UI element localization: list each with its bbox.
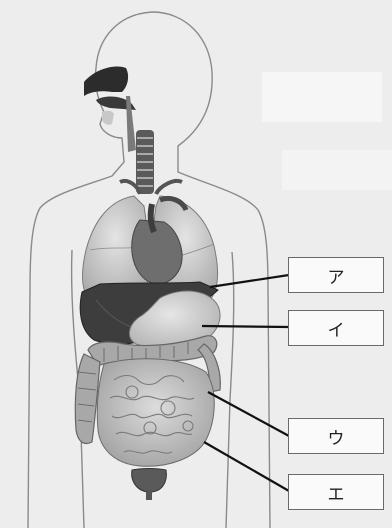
answer-box-a[interactable]: ア xyxy=(288,257,384,293)
bladder xyxy=(132,469,167,501)
answer-box-u[interactable]: ウ xyxy=(288,418,384,454)
answer-box-i[interactable]: イ xyxy=(288,310,384,346)
leader-line-e xyxy=(204,442,289,491)
leader-line-u xyxy=(208,392,289,436)
answer-box-i-label: イ xyxy=(328,316,345,341)
leader-line-i xyxy=(202,326,289,327)
head-airway xyxy=(84,67,136,152)
answer-box-e-label: エ xyxy=(328,480,345,505)
background-smudge xyxy=(262,72,382,122)
answer-box-e[interactable]: エ xyxy=(288,474,384,510)
answer-box-u-label: ウ xyxy=(328,424,345,449)
small-intestine xyxy=(97,359,214,467)
leader-line-a xyxy=(210,275,289,287)
background-smudge xyxy=(282,150,392,190)
answer-box-a-label: ア xyxy=(328,263,345,288)
